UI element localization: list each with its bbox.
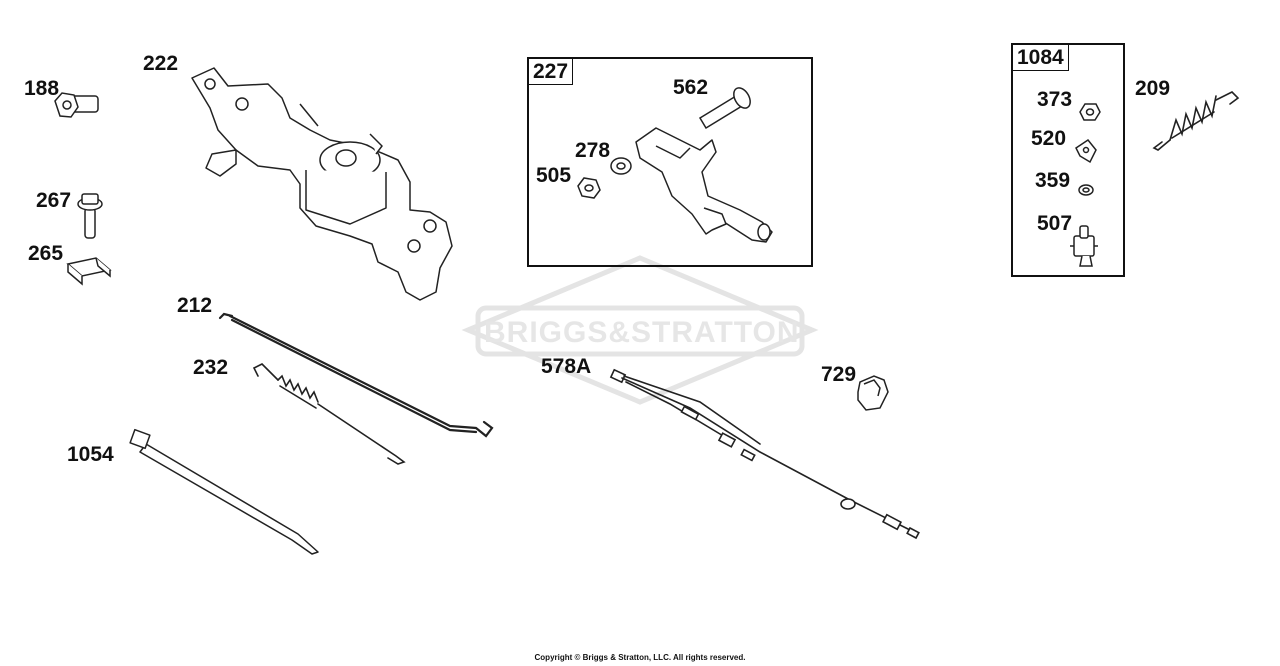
label-505: 505 — [536, 164, 572, 187]
label-729: 729 — [821, 363, 857, 386]
part-222-control-bracket[interactable] — [191, 67, 453, 301]
part-520-terminal[interactable] — [1075, 138, 1097, 164]
part-578a-throttle-cable[interactable] — [609, 368, 920, 540]
part-562-pin[interactable] — [698, 85, 754, 130]
kit-box-227 — [527, 57, 813, 267]
part-267-bolt[interactable] — [77, 193, 103, 239]
part-505-nut[interactable] — [577, 177, 601, 199]
label-278: 278 — [575, 139, 611, 162]
label-1054: 1054 — [67, 443, 114, 466]
copyright-text: Copyright © Briggs & Stratton, LLC. All … — [534, 653, 746, 662]
label-222: 222 — [143, 52, 179, 75]
part-278-washer[interactable] — [610, 157, 632, 175]
label-359: 359 — [1035, 169, 1071, 192]
part-265-clip[interactable] — [66, 257, 112, 286]
part-188-nut[interactable] — [54, 92, 99, 118]
part-729-clamp[interactable] — [857, 375, 889, 411]
part-227-control-lever[interactable] — [635, 127, 773, 243]
watermark-logo — [461, 255, 819, 405]
label-507: 507 — [1037, 212, 1073, 235]
label-232: 232 — [193, 356, 229, 379]
label-188: 188 — [24, 77, 60, 100]
label-209: 209 — [1135, 77, 1171, 100]
part-1054-cable-tie[interactable] — [129, 428, 319, 555]
label-1084: 1084 — [1012, 44, 1069, 71]
part-209-spring[interactable] — [1152, 91, 1240, 151]
label-227: 227 — [528, 58, 574, 85]
part-359-lockwasher[interactable] — [1078, 184, 1094, 196]
part-507-switch[interactable] — [1070, 225, 1098, 267]
label-578a: 578A — [541, 355, 592, 378]
label-265: 265 — [28, 242, 64, 265]
part-212-link-rod[interactable] — [218, 312, 494, 438]
kit-box-1084 — [1011, 43, 1125, 277]
label-562: 562 — [673, 76, 709, 99]
part-232-spring[interactable] — [252, 363, 406, 465]
label-520: 520 — [1031, 127, 1067, 150]
label-267: 267 — [36, 189, 72, 212]
part-373-nut[interactable] — [1079, 103, 1101, 121]
label-212: 212 — [177, 294, 213, 317]
label-373: 373 — [1037, 88, 1073, 111]
watermark-text: BRIGGS&STRATTON — [484, 316, 800, 349]
